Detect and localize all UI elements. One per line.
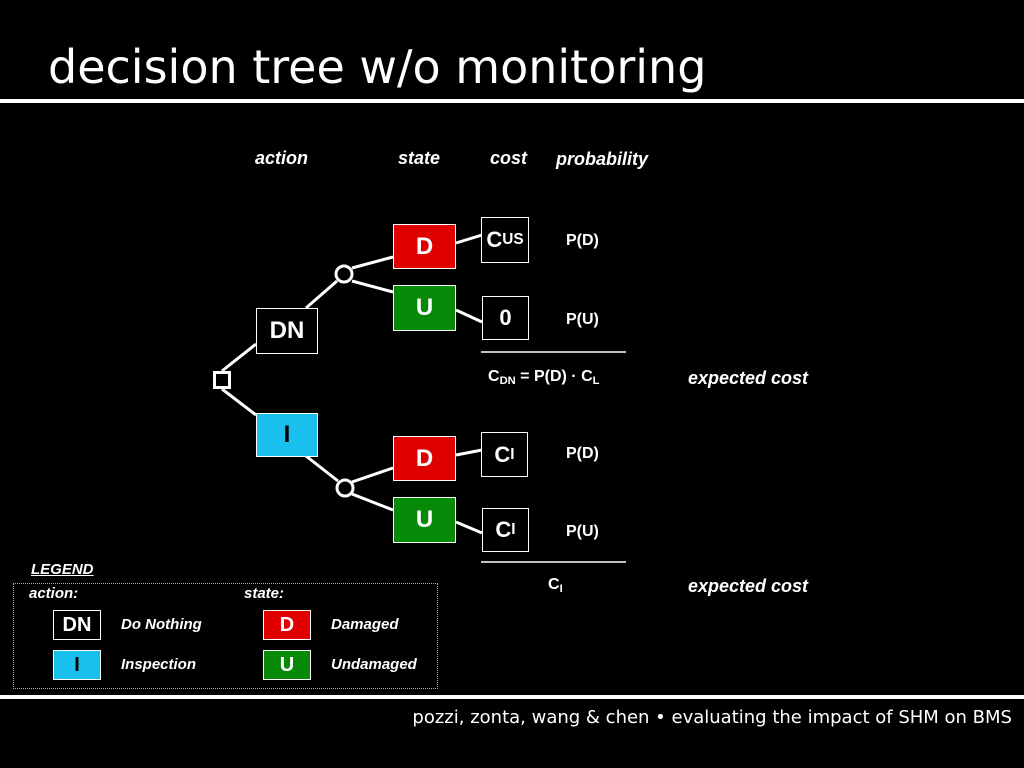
dn-formula-c: C bbox=[488, 368, 500, 385]
legend-dn-key: DN bbox=[53, 610, 101, 640]
legend-d-key: D bbox=[263, 610, 311, 640]
prob-d-dn: P(D) bbox=[566, 232, 599, 249]
chance-node-i bbox=[335, 478, 355, 498]
prob-u-dn: P(U) bbox=[566, 311, 599, 328]
action-do-nothing: DN bbox=[256, 308, 318, 354]
cost-i-u-sub: I bbox=[511, 521, 516, 538]
action-inspection: I bbox=[256, 413, 318, 457]
cost-i-d-sub: I bbox=[510, 445, 515, 463]
header-cost: cost bbox=[490, 148, 528, 168]
state-undamaged-i: U bbox=[393, 497, 456, 543]
dn-formula-mid: = P(D) · C bbox=[515, 368, 593, 385]
legend-state-heading: state: bbox=[244, 585, 285, 602]
legend-action-heading: action: bbox=[29, 585, 79, 602]
prob-u-i: P(U) bbox=[566, 523, 599, 540]
prob-d-i: P(D) bbox=[566, 445, 599, 462]
expected-cost-i-label: expected cost bbox=[688, 576, 809, 596]
legend-box bbox=[13, 583, 438, 689]
footer-citation: pozzi, zonta, wang & chen • evaluating t… bbox=[412, 707, 1012, 728]
legend-dn-desc: Do Nothing bbox=[121, 616, 202, 633]
chance-node-dn bbox=[334, 264, 354, 284]
state-damaged-i: D bbox=[393, 436, 456, 481]
legend-i-desc: Inspection bbox=[121, 656, 197, 673]
header-probability: probability bbox=[556, 149, 649, 169]
legend-title: LEGEND bbox=[31, 561, 94, 578]
dn-formula-sub2: L bbox=[592, 374, 600, 387]
cost-us-sub: US bbox=[502, 231, 524, 248]
header-state: state bbox=[398, 148, 441, 168]
legend-u-desc: Undamaged bbox=[331, 656, 417, 673]
cost-us-c: C bbox=[486, 227, 503, 252]
i-expected-result: CI bbox=[548, 576, 563, 595]
cost-i-d-c: C bbox=[494, 441, 511, 467]
legend-u-key: U bbox=[263, 650, 311, 680]
dn-expected-formula: CDN = P(D) · CL bbox=[488, 368, 599, 387]
dn-formula-sub: DN bbox=[499, 374, 516, 387]
expected-cost-dn-label: expected cost bbox=[688, 368, 809, 388]
legend-d-desc: Damaged bbox=[331, 616, 399, 633]
cost-zero-box: 0 bbox=[482, 296, 529, 340]
footer-divider bbox=[0, 695, 1024, 699]
state-damaged-dn: D bbox=[393, 224, 456, 269]
cost-i-u-c: C bbox=[495, 517, 512, 542]
state-undamaged-dn: U bbox=[393, 285, 456, 331]
header-action: action bbox=[255, 148, 309, 168]
slide-title: decision tree w/o monitoring bbox=[48, 40, 707, 94]
title-divider bbox=[0, 99, 1024, 103]
i-result-sub: I bbox=[559, 582, 563, 595]
legend-i-key: I bbox=[53, 650, 101, 680]
i-result-c: C bbox=[548, 576, 560, 593]
